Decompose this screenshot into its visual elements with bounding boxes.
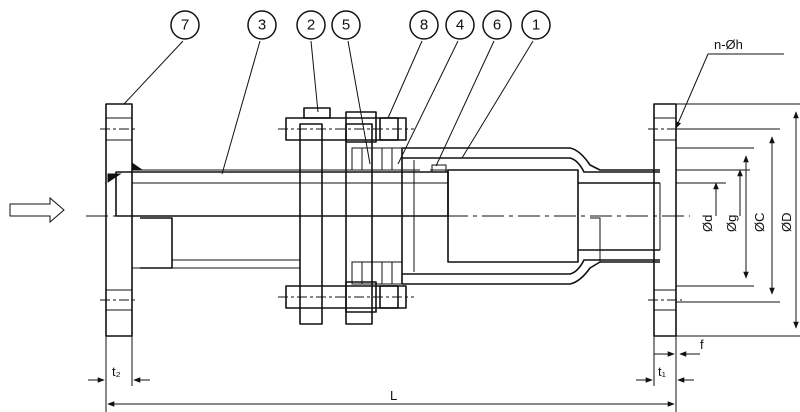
- dimension-C: ØC: [676, 147, 767, 287]
- svg-text:8: 8: [420, 17, 428, 34]
- svg-text:ØC: ØC: [752, 213, 767, 233]
- svg-text:L: L: [390, 388, 397, 403]
- left-inner-sleeve: [132, 217, 300, 269]
- svg-text:ØD: ØD: [779, 213, 794, 233]
- dimension-D: ØD: [676, 103, 800, 337]
- weld-mark-lower: [107, 173, 122, 183]
- callout-4: 4: [397, 10, 475, 165]
- svg-text:Ød: Ød: [700, 215, 715, 232]
- left-flange: [100, 103, 138, 337]
- callout-7: 7: [123, 10, 200, 105]
- dimension-t2: t₂: [88, 336, 150, 412]
- slip-pipe: [115, 169, 449, 217]
- body-casing: [401, 147, 660, 285]
- gland-assembly: [278, 107, 414, 325]
- svg-text:t₁: t₁: [658, 364, 667, 379]
- svg-text:5: 5: [342, 17, 350, 34]
- dimension-L: L: [107, 388, 675, 407]
- flow-direction-arrow: [9, 196, 65, 224]
- dimension-f: f: [654, 336, 704, 362]
- callout-8: 8: [387, 10, 439, 119]
- callout-5: 5: [331, 10, 371, 165]
- dimension-g: Øg: [676, 169, 750, 232]
- svg-text:7: 7: [181, 17, 189, 34]
- weld-mark-upper: [131, 162, 144, 171]
- dimension-CC: [676, 128, 780, 303]
- callout-1: 1: [461, 10, 551, 159]
- callout-2: 2: [296, 10, 326, 113]
- svg-text:6: 6: [493, 17, 501, 34]
- bolt-hole-callout: n-Øh: [675, 37, 784, 129]
- callout-3: 3: [221, 10, 277, 175]
- svg-text:f: f: [700, 337, 704, 352]
- right-flange: [648, 103, 682, 337]
- dimension-d: Ød: [676, 182, 726, 232]
- svg-text:t₂: t₂: [112, 364, 121, 379]
- callout-6: 6: [435, 10, 512, 167]
- svg-text:2: 2: [307, 17, 315, 34]
- svg-text:3: 3: [258, 17, 266, 34]
- svg-text:1: 1: [532, 17, 540, 34]
- svg-text:n-Øh: n-Øh: [714, 37, 743, 52]
- dimension-t1: t₁: [636, 336, 694, 412]
- svg-text:4: 4: [456, 17, 464, 34]
- svg-text:Øg: Øg: [724, 215, 739, 232]
